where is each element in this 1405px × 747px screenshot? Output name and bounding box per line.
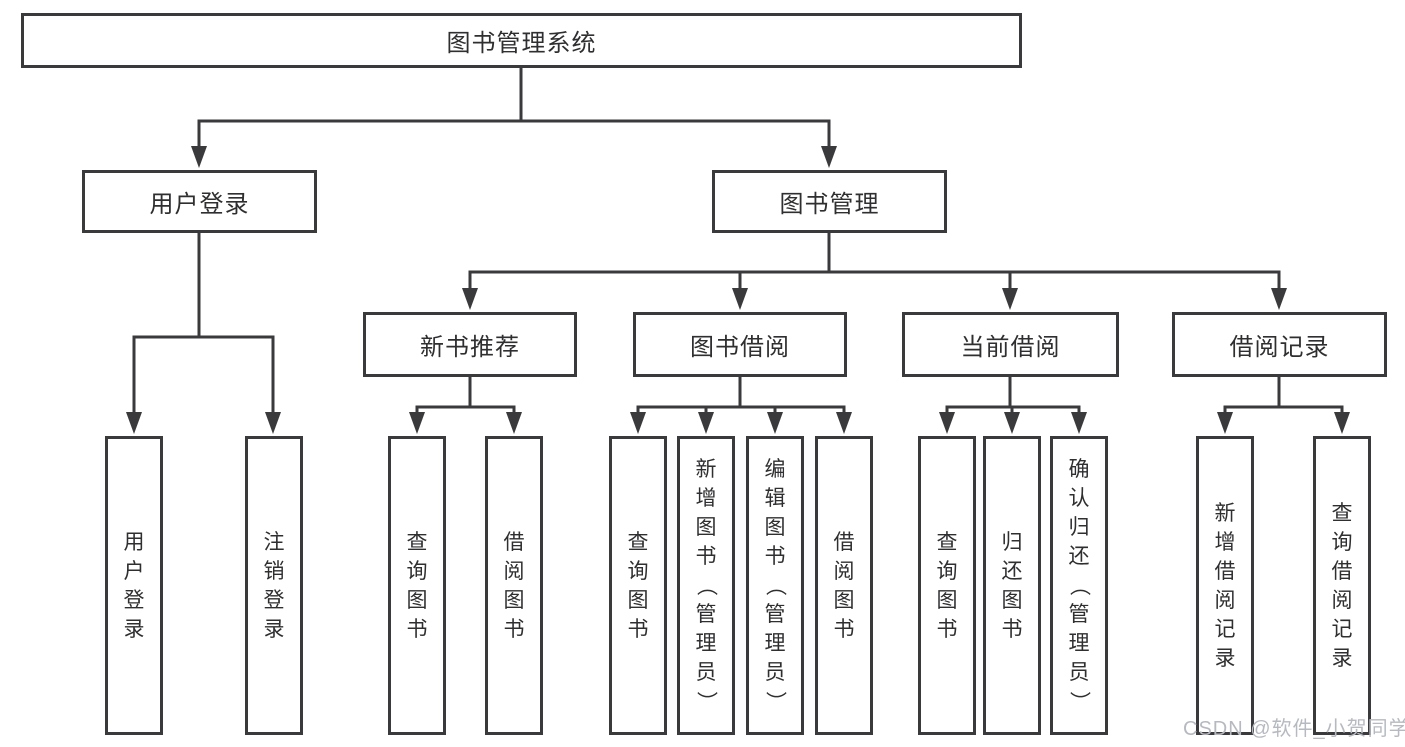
node-borrow-record: 借阅记录: [1172, 312, 1387, 377]
leaf-borrow-add-book-admin-label: 新增图书（管理员）: [694, 458, 718, 712]
node-root-label: 图书管理系统: [446, 30, 597, 57]
leaf-borrow-borrow-book: 借阅图书: [815, 436, 873, 735]
connector-root-to-level1: [191, 66, 837, 168]
leaf-record-query-record: 查询借阅记录: [1313, 436, 1371, 735]
node-book-borrow: 图书借阅: [633, 312, 847, 377]
leaf-borrow-edit-book-admin: 编辑图书（管理员）: [746, 436, 804, 735]
node-user-login-label: 用户登录: [149, 191, 250, 218]
leaf-borrow-edit-book-admin-label: 编辑图书（管理员）: [763, 458, 787, 712]
leaf-current-confirm-return-admin: 确认归还（管理员）: [1050, 436, 1108, 735]
node-new-book-recommend: 新书推荐: [363, 312, 577, 377]
leaf-borrow-query-book: 查询图书: [609, 436, 667, 735]
node-user-login: 用户登录: [82, 170, 317, 233]
leaf-logout: 注销登录: [245, 436, 303, 735]
leaf-borrow-borrow-book-label: 借阅图书: [833, 530, 855, 641]
watermark: CSDN @软件_小贺同学: [1183, 718, 1405, 740]
leaf-newbook-query-book: 查询图书: [388, 436, 446, 735]
connector-record-to-leaves: [1217, 375, 1350, 434]
connector-bookmgmt-to-level2: [462, 231, 1287, 310]
node-book-management: 图书管理: [712, 170, 947, 233]
leaf-newbook-borrow-book-label: 借阅图书: [503, 530, 525, 641]
leaf-newbook-query-book-label: 查询图书: [406, 530, 428, 641]
node-current-borrow-label: 当前借阅: [960, 334, 1061, 361]
connector-current-to-leaves: [939, 375, 1087, 434]
node-root: 图书管理系统: [21, 13, 1022, 68]
node-new-book-recommend-label: 新书推荐: [420, 334, 520, 361]
node-book-borrow-label: 图书借阅: [690, 334, 790, 361]
connector-userlogin-to-leaves: [126, 231, 281, 434]
node-borrow-record-label: 借阅记录: [1229, 334, 1330, 361]
leaf-borrow-add-book-admin: 新增图书（管理员）: [677, 436, 735, 735]
leaf-record-add-record: 新增借阅记录: [1196, 436, 1254, 735]
leaf-current-confirm-return-admin-label: 确认归还（管理员）: [1067, 458, 1091, 712]
leaf-user-login: 用户登录: [105, 436, 163, 735]
node-current-borrow: 当前借阅: [902, 312, 1119, 377]
leaf-logout-label: 注销登录: [263, 530, 285, 641]
leaf-current-query-book-label: 查询图书: [936, 530, 958, 641]
connector-borrow-to-leaves: [630, 375, 852, 434]
leaf-borrow-query-book-label: 查询图书: [627, 530, 649, 641]
connector-newbook-to-leaves: [409, 375, 522, 434]
leaf-record-query-record-label: 查询借阅记录: [1331, 501, 1353, 670]
leaf-current-query-book: 查询图书: [918, 436, 976, 735]
node-book-management-label: 图书管理: [779, 191, 880, 218]
leaf-current-return-book: 归还图书: [983, 436, 1041, 735]
leaf-user-login-label: 用户登录: [123, 530, 145, 641]
leaf-current-return-book-label: 归还图书: [1001, 530, 1023, 641]
leaf-newbook-borrow-book: 借阅图书: [485, 436, 543, 735]
leaf-record-add-record-label: 新增借阅记录: [1214, 501, 1236, 670]
